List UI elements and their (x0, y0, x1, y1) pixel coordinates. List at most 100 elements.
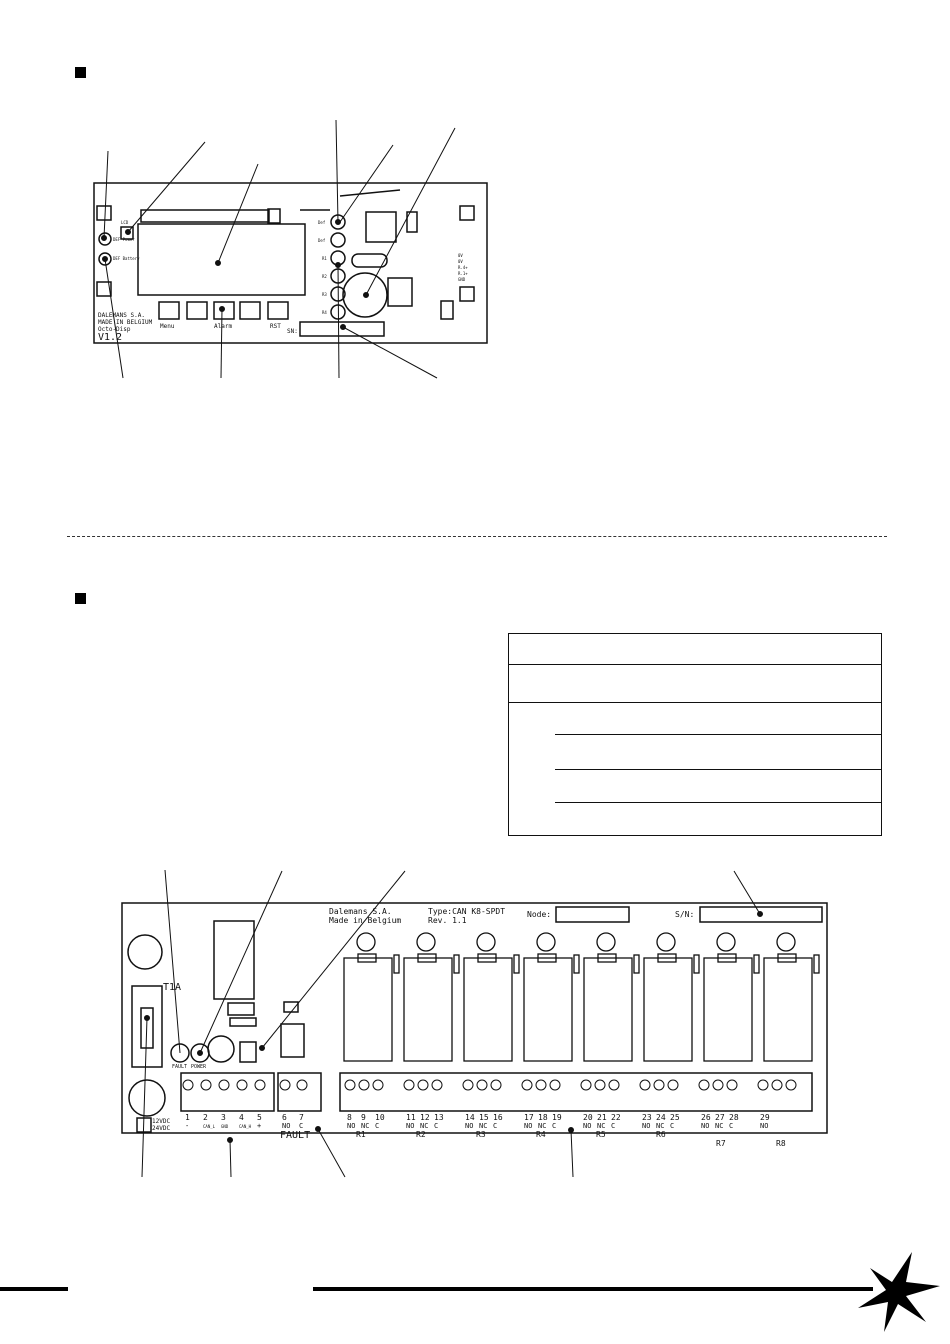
sn-label: S/N: (675, 910, 694, 919)
terminal-screw (639, 1079, 651, 1091)
relay-diode (657, 953, 677, 963)
terminal-sub-label: NO (583, 1122, 591, 1130)
relay-body (403, 957, 453, 1062)
terminal-sub-label: C (375, 1122, 379, 1130)
terminal-number: 27 (715, 1113, 725, 1122)
terminal-sub-label: NC (715, 1122, 723, 1130)
led-column-label: R1 (322, 256, 327, 261)
relay-led (476, 932, 496, 952)
display-company: DALEMANS S.A. (98, 312, 145, 319)
terminal-number: 18 (538, 1113, 548, 1122)
terminal-number: 1 (185, 1113, 190, 1122)
terminal-number: 15 (479, 1113, 489, 1122)
terminal-sub-label: C (434, 1122, 438, 1130)
terminal-screw (403, 1079, 415, 1091)
relay-diode (537, 953, 557, 963)
relay-diode (597, 953, 617, 963)
terminal-sub-label: GND (221, 1124, 229, 1129)
volt-12-label: 12VDC (152, 1118, 170, 1125)
relay-body (583, 957, 633, 1062)
terminal-screw (653, 1079, 665, 1091)
table-row-divider (555, 734, 881, 735)
terminal-sub-label: NC (361, 1122, 369, 1130)
terminal-screw (431, 1079, 443, 1091)
terminal-sub-label: NO (465, 1122, 473, 1130)
led-power-label: DEF Power (113, 237, 135, 242)
relay-resistor (813, 954, 820, 974)
terminal-number: 23 (642, 1113, 652, 1122)
terminal-number: 2 (203, 1113, 208, 1122)
terminal-sub-label: C (552, 1122, 556, 1130)
terminal-number: 6 (282, 1113, 287, 1122)
terminal-sub-label: NC (656, 1122, 664, 1130)
relay-type: Type:CAN K8-SPDT (428, 907, 505, 916)
terminal-number: 3 (221, 1113, 226, 1122)
led-column-label: R3 (322, 292, 327, 297)
relay-company: Dalemans S.A. (329, 907, 392, 916)
terminal-screw (667, 1079, 679, 1091)
terminal-number: 17 (524, 1113, 534, 1122)
relay-body (343, 957, 393, 1062)
terminal-screw (236, 1079, 248, 1091)
terminal-screw (726, 1079, 738, 1091)
right-label: GND (458, 277, 466, 282)
relay-name-label: R2 (416, 1130, 426, 1139)
led-column-label: Def (318, 220, 326, 225)
relay-name-label: R5 (596, 1130, 606, 1139)
relay-led (596, 932, 616, 952)
terminal-screw (358, 1079, 370, 1091)
terminal-sub-label: NC (479, 1122, 487, 1130)
terminal-number: 10 (375, 1113, 385, 1122)
table-row-divider (555, 769, 881, 770)
rst-button-label: RST (270, 323, 281, 330)
display-made-in: MADE IN BELGIUM (98, 319, 153, 326)
led-power-label: POWER (191, 1064, 207, 1070)
led-battery-label: DEF Battery (113, 256, 140, 261)
relay-name-label: R3 (476, 1130, 486, 1139)
terminal-screw (535, 1079, 547, 1091)
terminal-screw (580, 1079, 592, 1091)
terminal-number: 14 (465, 1113, 475, 1122)
relay-name-label: R1 (356, 1130, 366, 1139)
alarm-button-label: Alarm (214, 323, 232, 330)
terminal-screw (594, 1079, 606, 1091)
terminal-number: 11 (406, 1113, 416, 1122)
terminal-number: 12 (420, 1113, 430, 1122)
node-label: Node: (527, 910, 551, 919)
right-label: 0V (458, 259, 463, 264)
right-label: R.1+ (458, 271, 468, 276)
relay-led (356, 932, 376, 952)
terminal-number: 20 (583, 1113, 593, 1122)
sn-label: SN: (287, 328, 298, 335)
right-label: R.4+ (458, 265, 468, 270)
terminal-sub-label: NO (701, 1122, 709, 1130)
relay-diode (357, 953, 377, 963)
terminal-screw (698, 1079, 710, 1091)
terminal-screw (521, 1079, 533, 1091)
spec-table (508, 633, 882, 836)
terminal-screw (462, 1079, 474, 1091)
relay-resistor (573, 954, 580, 974)
display-version: V1.2 (98, 332, 122, 343)
relay-name-label: R4 (536, 1130, 546, 1139)
terminal-sub-label: NO (524, 1122, 532, 1130)
terminal-sub-label: C (611, 1122, 615, 1130)
terminal-sub-label: NC (420, 1122, 428, 1130)
terminal-sub-label: NO (347, 1122, 355, 1130)
terminal-screw (200, 1079, 212, 1091)
relay-name-label: R7 (716, 1139, 726, 1148)
relay-diode (417, 953, 437, 963)
terminal-number: 13 (434, 1113, 444, 1122)
terminal-sub-label: NC (538, 1122, 546, 1130)
terminal-sub-label: NO (406, 1122, 414, 1130)
terminal-number: 22 (611, 1113, 621, 1122)
relay-name-label: R6 (656, 1130, 666, 1139)
footer-bar-left (0, 1287, 68, 1291)
terminal-sub-label: - (185, 1122, 189, 1130)
table-row-divider (509, 702, 881, 703)
relay-led (776, 932, 796, 952)
volt-24-label: 24VDC (152, 1125, 170, 1132)
terminal-number: 19 (552, 1113, 562, 1122)
led-fault-label: FAULT (172, 1064, 187, 1070)
led-column-label: Def (318, 238, 326, 243)
